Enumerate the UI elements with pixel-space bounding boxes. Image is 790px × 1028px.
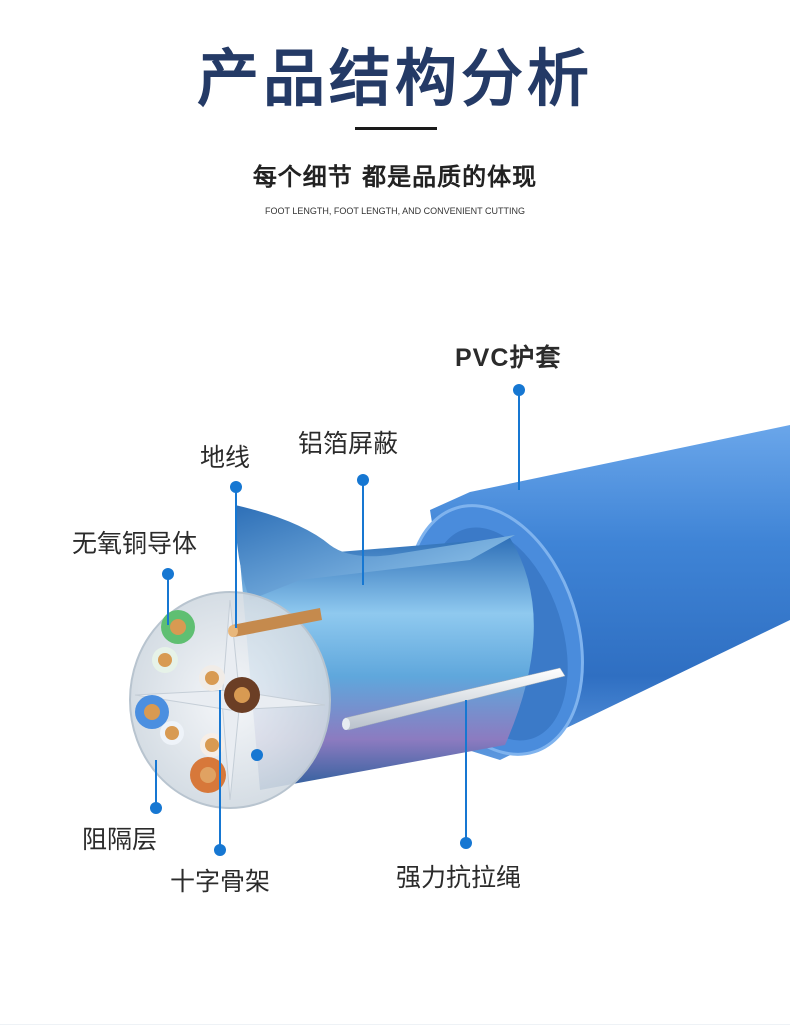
label-isolation-layer: 阻隔层 [82,825,158,854]
callout-foil-shield [357,474,369,585]
label-rip-cord: 强力抗拉绳 [396,863,522,892]
footer-divider [0,1024,790,1025]
page-subtitle: 每个细节 都是品质的体现 [252,163,538,191]
page-title: 产品结构分析 [196,42,593,115]
label-cross-frame: 十字骨架 [170,867,271,896]
foil-shield-flap [235,505,515,600]
callout-pvc-jacket [513,384,525,490]
label-ground-wire: 地线 [200,443,251,472]
ground-wire [232,608,322,637]
label-pvc-jacket: PVC护套 [455,344,562,372]
callout-isolation-layer [150,760,162,814]
label-foil-shield: 铝箔屏蔽 [298,429,399,458]
page-caption: FOOT LENGTH, FOOT LENGTH, AND CONVENIENT… [264,206,526,216]
label-copper-conductor: 无氧铜导体 [72,529,198,558]
callout-cross-frame [214,690,263,856]
callout-copper-conductor [162,568,174,625]
title-divider [355,127,437,130]
callout-rip-cord [460,700,472,849]
callout-ground-wire [230,481,242,628]
